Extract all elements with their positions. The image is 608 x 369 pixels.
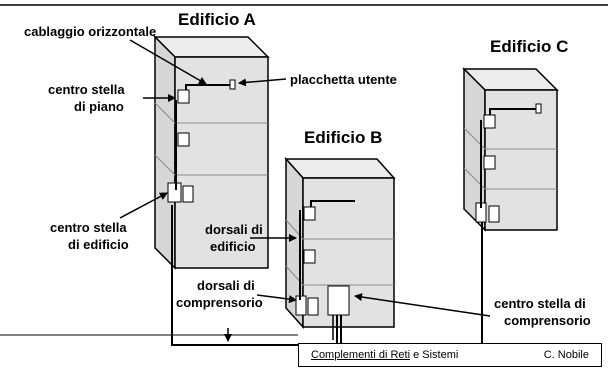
label-centro-piano-2: di piano [74, 99, 124, 114]
arrow-placchetta [238, 78, 287, 87]
label-dorsali-comprensorio-2: comprensorio [176, 295, 263, 310]
floor-switch-c1 [483, 155, 496, 170]
label-centro-edificio-1: centro stella [50, 220, 127, 235]
user-plate-c [535, 103, 542, 114]
building-b-floor-1 [285, 219, 394, 240]
campus-switch [327, 285, 350, 316]
building-a-front [174, 56, 269, 269]
building-switch-c-2 [488, 205, 500, 223]
arrow-centro-comprensorio [354, 293, 491, 317]
footer-box: Complementi di Reti e Sistemi C. Nobile [298, 343, 602, 367]
horizontal-cabling-a [185, 84, 232, 90]
label-placchetta: placchetta utente [290, 72, 397, 87]
building-switch-b-2 [307, 297, 319, 316]
building-c-floor-2 [463, 167, 557, 190]
floor-switch-c2 [483, 114, 496, 129]
building-switch-a-2 [182, 185, 194, 203]
label-centro-edificio-2: di edificio [68, 237, 129, 252]
arrow-centro-edificio [119, 192, 168, 219]
label-centro-comprensorio-2: comprensorio [504, 313, 591, 328]
label-dorsali-comprensorio-1: dorsali di [197, 278, 255, 293]
building-c [462, 67, 559, 232]
building-b-title: Edificio B [304, 128, 382, 147]
building-c-floor-1 [463, 127, 557, 150]
label-dorsali-edificio-1: dorsali di [205, 222, 263, 237]
footer-course-reti: Reti [390, 349, 411, 361]
building-a-title: Edificio A [178, 10, 256, 29]
label-centro-comprensorio-1: centro stella di [494, 296, 586, 311]
arrow-cablaggio [129, 39, 207, 85]
building-b-roof [284, 158, 396, 179]
building-b-floor-2 [285, 265, 394, 286]
horizontal-cabling-b [310, 200, 355, 207]
building-c-title: Edificio C [490, 37, 568, 56]
footer-course: Complementi di Reti e Sistemi [311, 349, 458, 361]
footer-course-part2: e Sistemi [410, 349, 459, 361]
floor-switch-a2 [177, 132, 190, 147]
arrow-dorsali-comprensorio [256, 294, 297, 304]
label-cablaggio: cablaggio orizzontale [24, 24, 156, 39]
floor-switch-a3 [177, 89, 190, 104]
floor-switch-b2 [303, 206, 316, 221]
building-switch-a [167, 182, 182, 203]
floor-switch-b1 [303, 249, 316, 264]
campus-backbone-a [171, 205, 338, 346]
building-b [284, 157, 396, 329]
footer-course-part1: Complementi di [311, 349, 391, 361]
user-plate-a [229, 79, 236, 90]
horizontal-cabling-c [489, 108, 538, 115]
label-centro-piano-1: centro stella [48, 82, 125, 97]
label-dorsali-edificio-2: edificio [210, 239, 256, 254]
footer-author: C. Nobile [543, 349, 589, 361]
